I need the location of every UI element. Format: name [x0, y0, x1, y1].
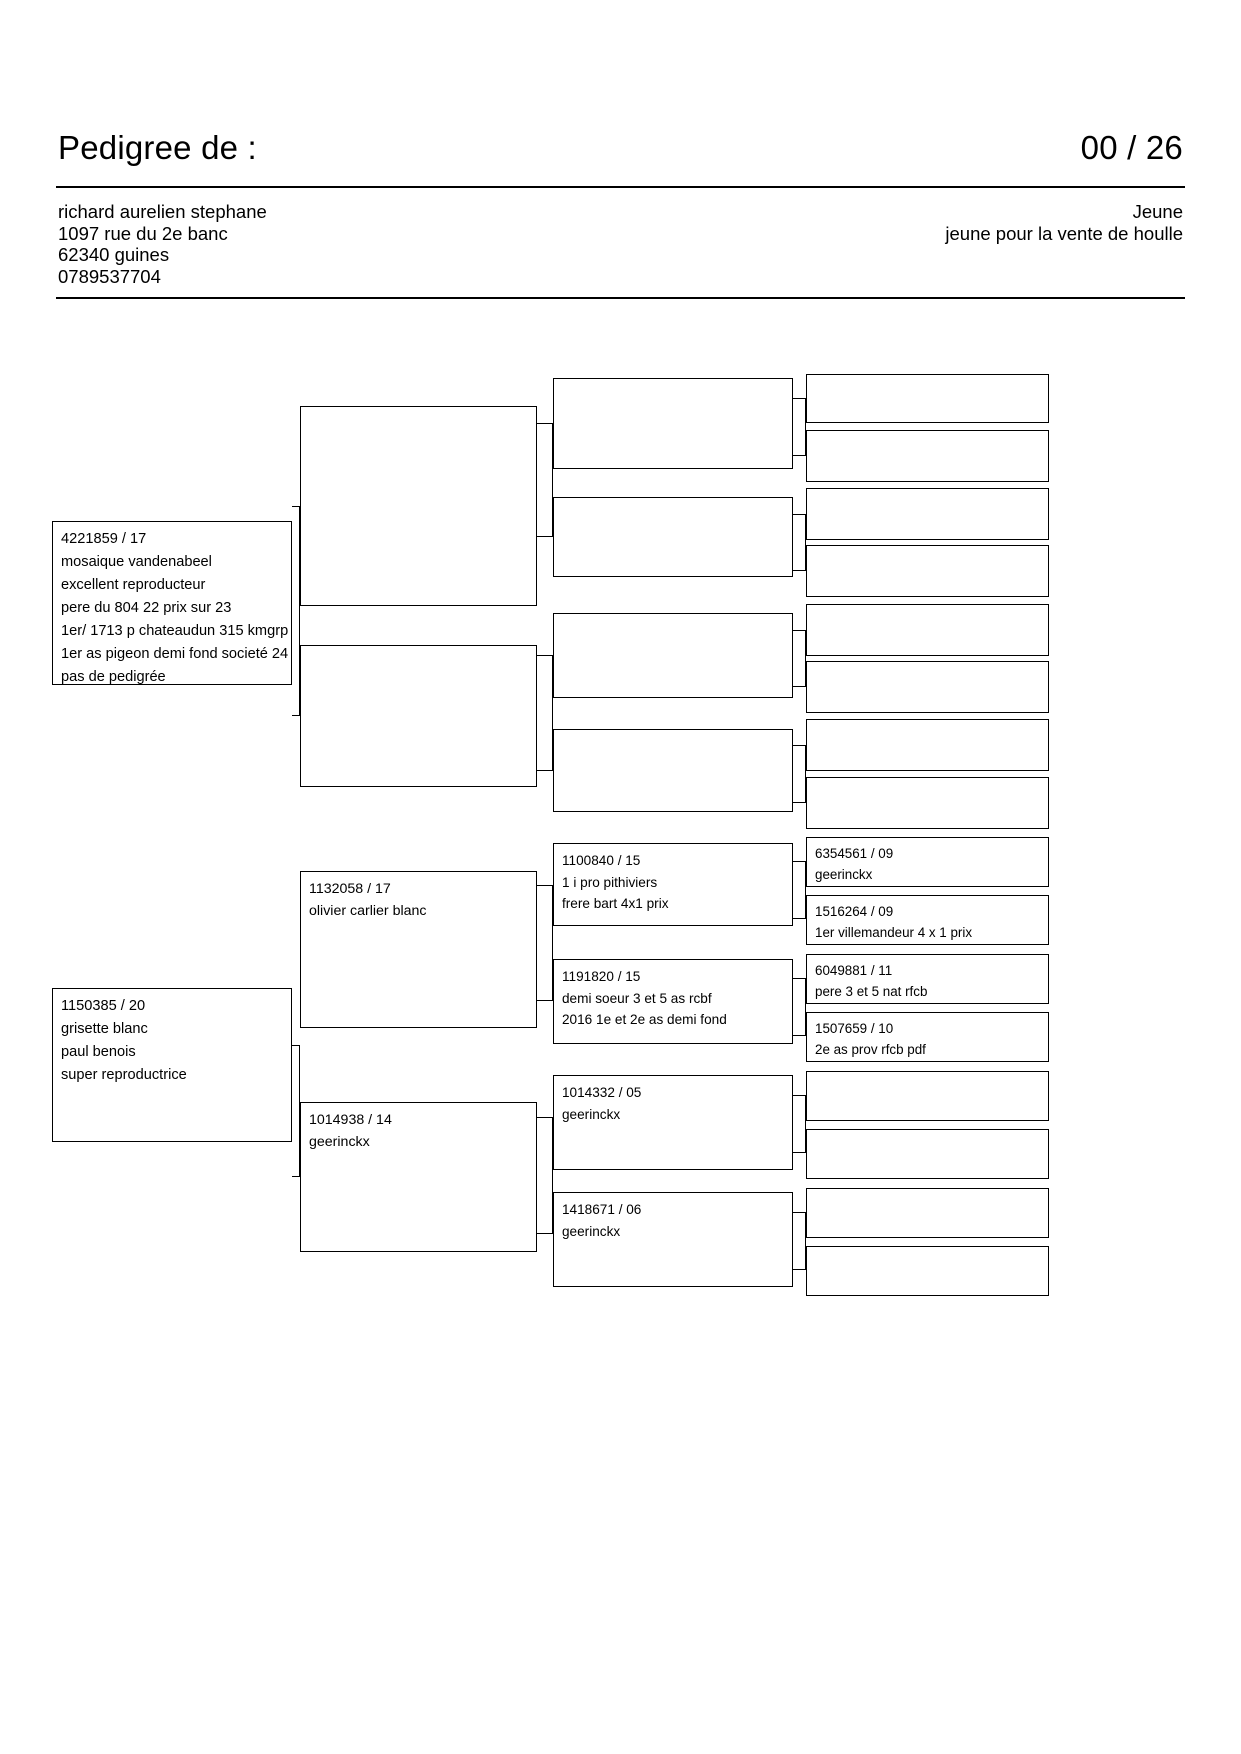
pedigree-box-g3-5[interactable]: 1100840 / 15 1 i pro pithiviers frere bart… — [553, 843, 793, 926]
pedigree-box-g3-6[interactable]: 1191820 / 15 demi soeur 3 et 5 as rcbf 201… — [553, 959, 793, 1044]
pedigree-connector — [793, 978, 806, 1036]
pedigree-box-dam[interactable]: 1150385 / 20 grisette blanc paul benois sup… — [52, 988, 292, 1142]
subject-block: Jeune jeune pour la vente de houlle — [945, 201, 1183, 244]
pedigree-box-sire-dam[interactable] — [300, 645, 537, 787]
pedigree-box-g3-7[interactable]: 1014332 / 05 geerinckx — [553, 1075, 793, 1170]
pedigree-box-g4-2[interactable] — [806, 430, 1049, 482]
pedigree-box-g3-2[interactable] — [553, 497, 793, 577]
pedigree-line: 1516264 / 09 — [815, 904, 894, 919]
pedigree-line: paul benois — [61, 1044, 136, 1060]
pedigree-connector — [292, 1045, 300, 1177]
pedigree-line: 1150385 / 20 — [61, 998, 146, 1014]
pedigree-line: 1014938 / 14 — [309, 1112, 392, 1128]
pedigree-box-g3-8[interactable]: 1418671 / 06 geerinckx — [553, 1192, 793, 1287]
pedigree-line: excellent reproducteur — [61, 577, 206, 593]
pedigree-line: pere 3 et 5 nat rfcb — [815, 984, 928, 999]
header-divider-top — [56, 186, 1185, 188]
pedigree-box-g4-3[interactable] — [806, 488, 1049, 540]
subject-category: Jeune — [1132, 201, 1183, 222]
header-divider-bottom — [56, 297, 1185, 299]
pedigree-line: geerinckx — [562, 1106, 621, 1122]
pedigree-line: pere du 804 22 prix sur 23 — [61, 600, 232, 616]
subject-note: jeune pour la vente de houlle — [945, 222, 1183, 244]
pedigree-line: 2e as prov rfcb pdf — [815, 1042, 926, 1057]
pedigree-box-g4-8[interactable] — [806, 777, 1049, 829]
pedigree-connector — [537, 885, 553, 1001]
pedigree-box-g4-5[interactable] — [806, 604, 1049, 656]
pedigree-box-sire-sire[interactable] — [300, 406, 537, 606]
pedigree-line: 1418671 / 06 — [562, 1202, 642, 1217]
pedigree-box-dam-dam[interactable]: 1014938 / 14 geerinckx — [300, 1102, 537, 1252]
pedigree-connector — [292, 506, 300, 716]
pedigree-line: 4221859 / 17 — [61, 531, 147, 547]
owner-block: richard aurelien stephane 1097 rue du 2e… — [58, 201, 267, 287]
page-title: Pedigree de : — [58, 129, 257, 166]
pedigree-line: olivier carlier blanc — [309, 903, 427, 919]
pedigree-connector — [793, 630, 806, 687]
pedigree-box-g4-6[interactable] — [806, 661, 1049, 713]
pedigree-line: 1191820 / 15 — [562, 969, 641, 984]
pedigree-connector — [537, 655, 553, 771]
pedigree-line: grisette blanc — [61, 1021, 148, 1037]
pedigree-line: 1014332 / 05 — [562, 1085, 642, 1100]
pedigree-line: geerinckx — [309, 1134, 370, 1150]
pedigree-line: mosaique vandenabeel — [61, 554, 212, 570]
pedigree-box-dam-sire[interactable]: 1132058 / 17 olivier carlier blanc — [300, 871, 537, 1028]
pedigree-box-g4-12[interactable]: 1507659 / 10 2e as prov rfcb pdf — [806, 1012, 1049, 1062]
pedigree-box-g4-16[interactable] — [806, 1246, 1049, 1296]
pedigree-box-g4-13[interactable] — [806, 1071, 1049, 1121]
pedigree-connector — [793, 514, 806, 571]
pedigree-line: geerinckx — [562, 1223, 621, 1239]
pedigree-box-g4-4[interactable] — [806, 545, 1049, 597]
pedigree-line: 1507659 / 10 — [815, 1021, 894, 1036]
pedigree-line: super reproductrice — [61, 1067, 187, 1083]
pedigree-line: geerinckx — [815, 867, 873, 882]
pedigree-line: 1er villemandeur 4 x 1 prix — [815, 925, 973, 940]
pedigree-connector — [793, 861, 806, 919]
pedigree-box-g4-15[interactable] — [806, 1188, 1049, 1238]
owner-city: 62340 guines — [58, 244, 170, 265]
pedigree-line: 6049881 / 11 — [815, 963, 893, 978]
pedigree-line: pas de pedigrée — [61, 669, 166, 685]
pedigree-box-sire[interactable]: 4221859 / 17 mosaique vandenabeel excellen… — [52, 521, 292, 685]
pedigree-connector — [537, 423, 553, 537]
pedigree-box-g4-9[interactable]: 6354561 / 09 geerinckx — [806, 837, 1049, 887]
owner-street: 1097 rue du 2e banc — [58, 222, 228, 244]
pedigree-connector — [793, 398, 806, 456]
pedigree-box-g3-1[interactable] — [553, 378, 793, 469]
pedigree-box-g3-4[interactable] — [553, 729, 793, 812]
pedigree-connector — [793, 745, 806, 803]
pedigree-box-g4-14[interactable] — [806, 1129, 1049, 1179]
pedigree-connector — [537, 1117, 553, 1234]
pedigree-line: 1132058 / 17 — [309, 881, 391, 897]
pedigree-connector — [793, 1095, 806, 1153]
pedigree-line: 1er as pigeon demi fond societé 24 — [61, 646, 289, 662]
pedigree-box-g4-11[interactable]: 6049881 / 11 pere 3 et 5 nat rfcb — [806, 954, 1049, 1004]
pedigree-box-g4-7[interactable] — [806, 719, 1049, 771]
owner-name: richard aurelien stephane — [58, 201, 267, 222]
pedigree-line: 1100840 / 15 — [562, 853, 641, 868]
pedigree-line: 6354561 / 09 — [815, 846, 894, 861]
pedigree-box-g4-10[interactable]: 1516264 / 09 1er villemandeur 4 x 1 prix — [806, 895, 1049, 945]
pedigree-box-g3-3[interactable] — [553, 613, 793, 698]
pedigree-line: 1er/ 1713 p chateaudun 315 kmgrp — [61, 623, 289, 639]
owner-phone: 0789537704 — [58, 265, 161, 287]
pedigree-line: 1 i pro pithiviers — [562, 874, 658, 890]
pedigree-connector — [793, 1212, 806, 1270]
pedigree-line: 2016 1e et 2e as demi fond — [562, 1012, 727, 1027]
pedigree-line: frere bart 4x1 prix — [562, 896, 669, 911]
pedigree-box-g4-1[interactable] — [806, 374, 1049, 423]
pedigree-line: demi soeur 3 et 5 as rcbf — [562, 990, 712, 1006]
pedigree-count: 00 / 26 — [1080, 129, 1183, 166]
